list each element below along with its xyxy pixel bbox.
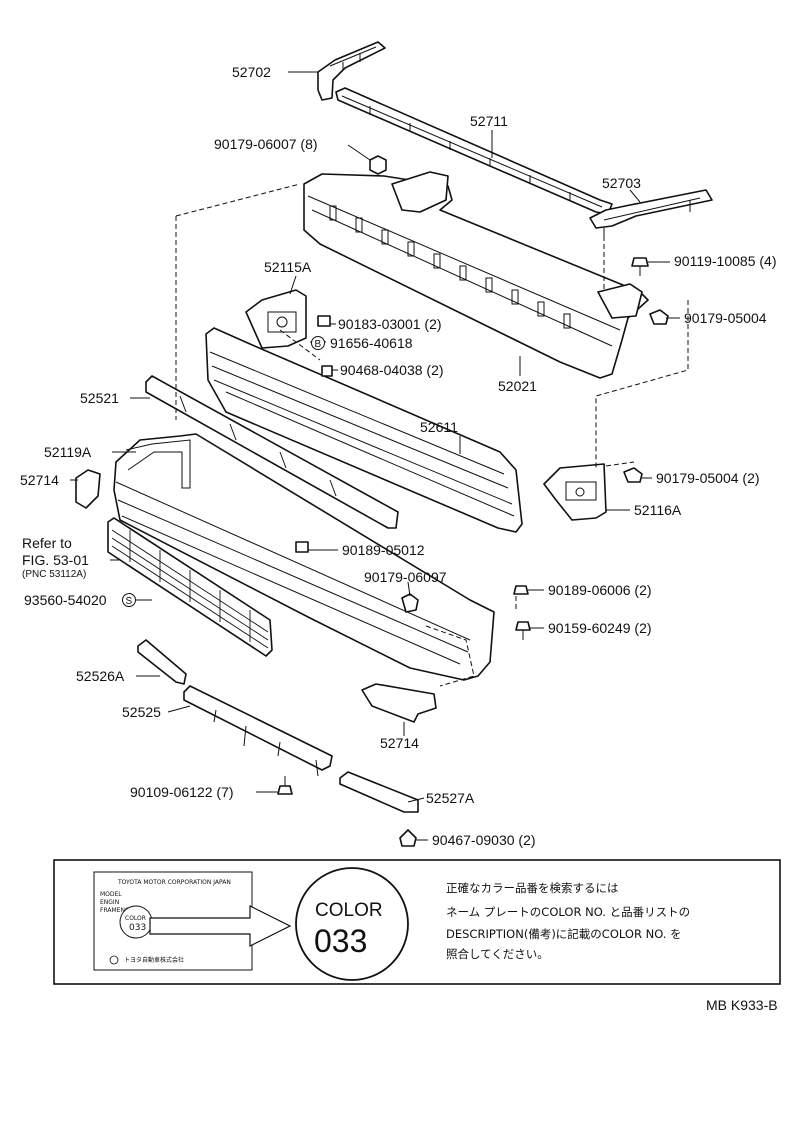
fastener-90179-05004-right-drawing: [623, 467, 643, 483]
callout-52119A: 52119A: [44, 444, 92, 460]
plate-color-word: COLOR: [125, 915, 146, 922]
part-52021-drawing: [303, 171, 649, 379]
fastener-90179-05004-top-drawing: [649, 309, 669, 325]
part-52714-bottom-drawing: [361, 683, 437, 723]
callout-52702: 52702: [232, 64, 271, 80]
part-52521-drawing: [145, 375, 399, 529]
refer-to-line1: Refer to: [22, 535, 72, 551]
part-52703-drawing: [589, 189, 713, 236]
fastener-90468-04038-drawing: [321, 365, 333, 377]
callout-52525: 52525: [122, 704, 161, 720]
callout-52703: 52703: [602, 175, 641, 191]
note-line-3: DESCRIPTION(備考)に記載のCOLOR NO. を: [446, 927, 682, 941]
refer-to-line3: (PNC 53112A): [22, 569, 86, 580]
fastener-90179-06007-drawing: [369, 155, 387, 175]
callout-93560-54020: 93560-54020: [24, 592, 107, 608]
callout-52116A: 52116A: [634, 502, 682, 518]
symbol-b: B: [311, 336, 325, 350]
part-93560-54020-drawing: [107, 517, 273, 657]
part-52119A-drawing: [113, 433, 495, 681]
svg-text:ENGIN: ENGIN: [100, 899, 119, 906]
part-52526A-drawing: [137, 639, 187, 685]
fastener-90183-03001-drawing: [317, 315, 331, 327]
callout-90109-06122: 90109-06122 (7): [130, 784, 234, 800]
part-52115A-drawing: [245, 289, 307, 349]
fastener-90119-10085-drawing: [631, 257, 649, 276]
callout-52021: 52021: [498, 378, 537, 394]
callout-90179-05004-top: 90179-05004: [684, 310, 767, 326]
callout-91656-40618: 91656-40618: [330, 335, 413, 351]
assembly-dashed-lines: [175, 183, 689, 687]
callout-90189-05012: 90189-05012: [342, 542, 425, 558]
plate-color-code: 033: [129, 923, 146, 933]
callout-90179-06007: 90179-06007 (8): [214, 136, 318, 152]
callout-90183-03001: 90183-03001 (2): [338, 316, 442, 332]
callout-90467-09030: 90467-09030 (2): [432, 832, 536, 848]
part-52525-drawing: [183, 685, 333, 777]
part-52527A-drawing: [339, 771, 419, 813]
svg-text:B: B: [315, 339, 322, 350]
arrow-icon: [149, 905, 292, 947]
figure-id: MB K933-B: [706, 997, 778, 1013]
part-52702-drawing: [317, 41, 386, 101]
callout-90119-10085: 90119-10085 (4): [674, 253, 776, 269]
color-note-box: TOYOTA MOTOR CORPORATION JAPAN MODEL ENG…: [53, 859, 781, 985]
svg-text:MODEL: MODEL: [100, 891, 122, 898]
callout-52527A: 52527A: [426, 790, 475, 806]
big-color-code: 033: [314, 923, 367, 959]
plate-footer: トヨタ自動車株式会社: [124, 956, 184, 964]
callout-labels: 52702 52711 90179-06007 (8) 52703 90119-…: [20, 64, 776, 848]
fastener-90189-06006-drawing: [513, 585, 529, 595]
part-52116A-drawing: [543, 463, 607, 521]
callout-52526A: 52526A: [76, 668, 125, 684]
callout-52711: 52711: [470, 113, 508, 129]
part-52611-drawing: [205, 327, 523, 533]
callout-90468-04038: 90468-04038 (2): [340, 362, 444, 378]
callout-52611: 52611: [420, 419, 458, 435]
fastener-90109-06122-drawing: [277, 776, 293, 795]
fastener-90179-06097-drawing: [401, 593, 419, 613]
callout-90189-06006: 90189-06006 (2): [548, 582, 652, 598]
svg-text:S: S: [126, 596, 133, 607]
note-line-1: 正確なカラー品番を検索するには: [446, 881, 619, 895]
note-line-4: 照合してください。: [446, 947, 549, 961]
big-color-word: COLOR: [315, 900, 383, 921]
callout-52714-left: 52714: [20, 472, 59, 488]
fastener-90189-05012-drawing: [295, 541, 309, 553]
refer-to-line2: FIG. 53-01: [22, 552, 89, 568]
leader-lines: [70, 71, 680, 841]
note-line-2: ネーム プレートのCOLOR NO. と品番リストの: [446, 905, 690, 919]
callout-90179-05004-right: 90179-05004 (2): [656, 470, 760, 486]
callout-90179-06097: 90179-06097: [364, 569, 447, 585]
part-52714-left-drawing: [75, 469, 101, 509]
callout-52521: 52521: [80, 390, 119, 406]
fastener-90467-09030-drawing: [399, 829, 417, 847]
callout-52714-bottom: 52714: [380, 735, 419, 751]
svg-text:FRAMENO.: FRAMENO.: [100, 907, 131, 914]
callout-52115A: 52115A: [264, 259, 312, 275]
plate-header: TOYOTA MOTOR CORPORATION JAPAN: [117, 879, 231, 886]
symbol-s: S: [122, 593, 136, 607]
callout-90159-60249: 90159-60249 (2): [548, 620, 652, 636]
fastener-90159-60249-drawing: [515, 621, 531, 640]
